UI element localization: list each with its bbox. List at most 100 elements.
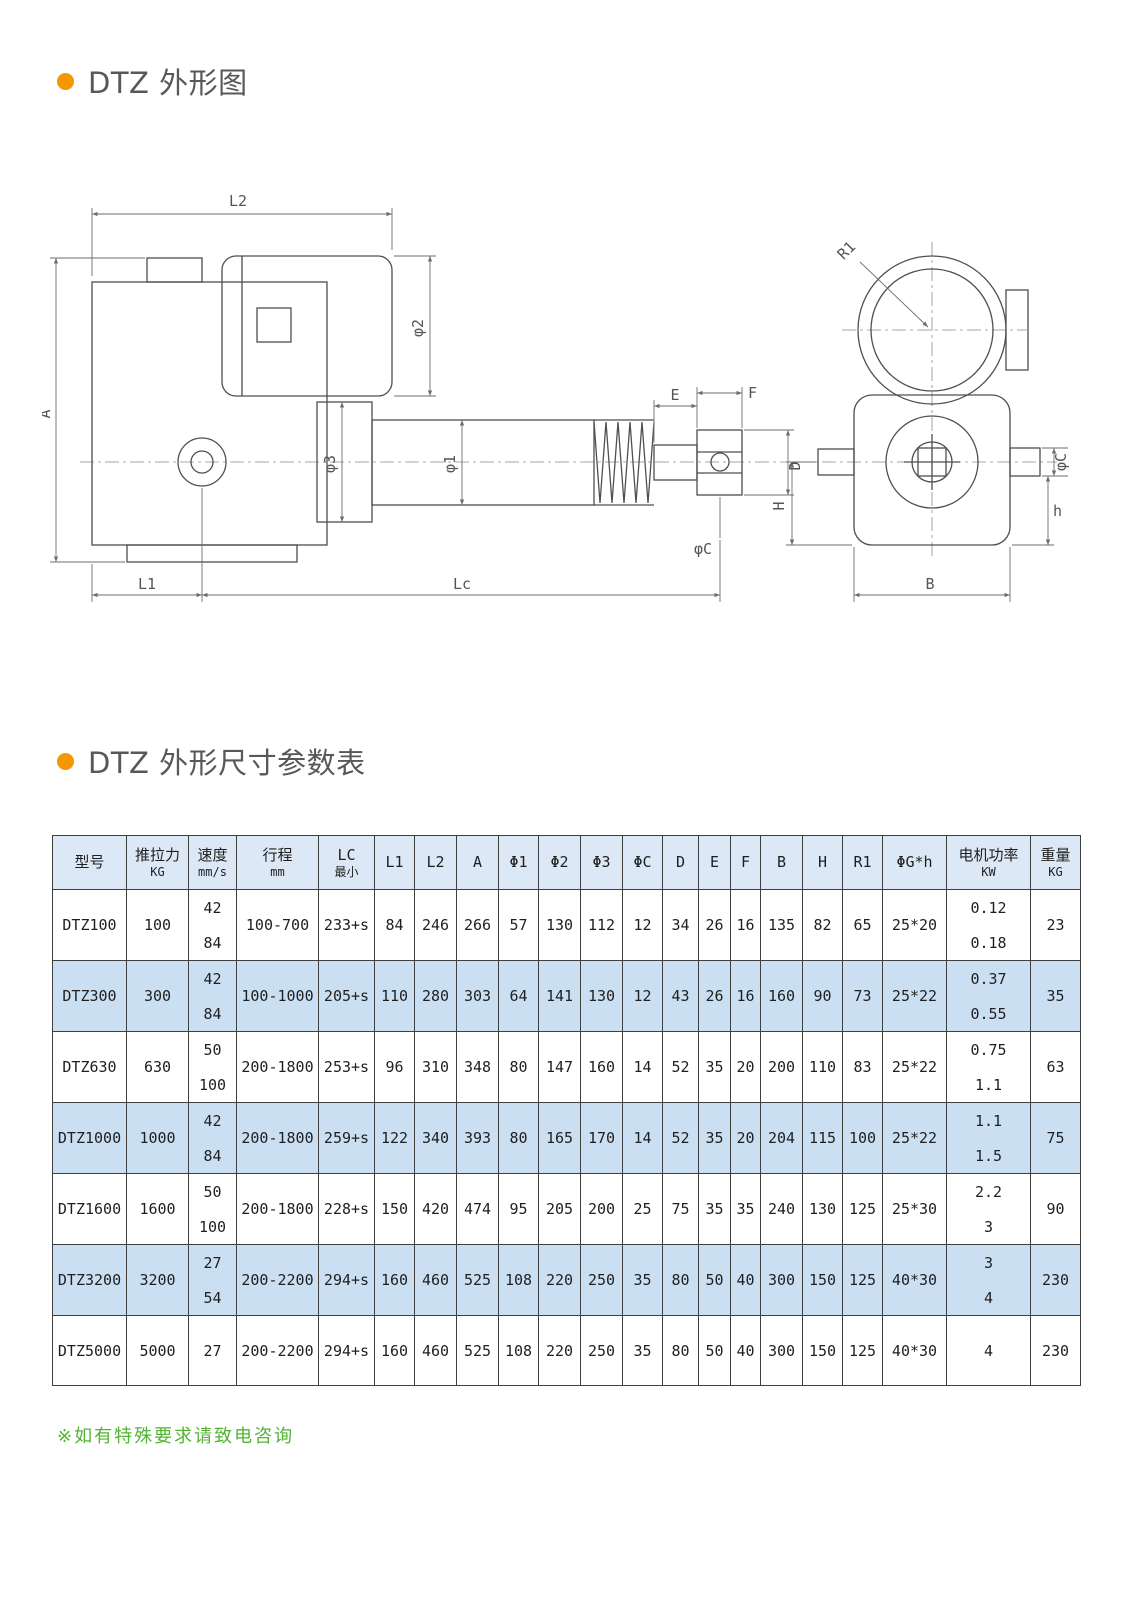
column-header: D	[662, 835, 699, 890]
table-cell: 303	[456, 960, 499, 1032]
table-cell: 75	[662, 1173, 699, 1245]
dim-label-e: E	[670, 386, 679, 404]
dim-label-h-case: H	[770, 501, 788, 510]
table-cell: 170	[580, 1102, 623, 1174]
table-cell: 200-1800	[236, 1031, 319, 1103]
side-view	[817, 255, 1041, 546]
section-title: DTZ 外形尺寸参数表	[88, 746, 366, 780]
table-cell: 26	[698, 889, 731, 961]
table-cell: 100-1000	[236, 960, 319, 1032]
table-cell: 20	[730, 1031, 761, 1103]
table-cell: 122	[374, 1102, 415, 1174]
table-cell: 294+s	[318, 1244, 375, 1316]
table-cell: 50	[698, 1244, 731, 1316]
table-cell: 460	[414, 1244, 457, 1316]
push-rod	[371, 419, 595, 506]
threaded-section	[593, 419, 655, 506]
table-cell: 35	[698, 1173, 731, 1245]
dim-label-h-shaft: h	[1053, 502, 1062, 520]
table-cell: 348	[456, 1031, 499, 1103]
table-cell: 200-2200	[236, 1315, 319, 1386]
dtz-outline-drawing: L2 A φ2 φ3 φ1 E F D φC L1 Lc R1 H h B φC	[42, 192, 1070, 602]
table-cell: 300	[760, 1244, 803, 1316]
column-header: B	[760, 835, 803, 890]
table-cell: 200-1800	[236, 1102, 319, 1174]
table-cell: DTZ100	[52, 889, 127, 961]
table-cell: 228+s	[318, 1173, 375, 1245]
table-cell: 160	[580, 1031, 623, 1103]
table-cell: 25*22	[882, 1031, 947, 1103]
table-cell: 35	[698, 1102, 731, 1174]
table-cell: 200-1800	[236, 1173, 319, 1245]
dim-label-phi1: φ1	[441, 455, 459, 473]
table-cell: 25*20	[882, 889, 947, 961]
table-cell: 14	[622, 1102, 663, 1174]
table-cell: 84	[374, 889, 415, 961]
dim-label-phic-side: φC	[1052, 453, 1070, 471]
section-heading-table: DTZ 外形尺寸参数表	[57, 740, 366, 782]
table-cell: 160	[374, 1315, 415, 1386]
table-cell: 12	[622, 889, 663, 961]
table-cell: 130	[580, 960, 623, 1032]
table-cell: 525	[456, 1315, 499, 1386]
table-cell: 160	[374, 1244, 415, 1316]
table-cell: 5000	[126, 1315, 189, 1386]
table-cell: 3200	[126, 1244, 189, 1316]
bullet-icon	[57, 752, 74, 770]
table-cell: 150	[802, 1244, 843, 1316]
table-cell: 340	[414, 1102, 457, 1174]
dim-label-f: F	[748, 384, 757, 402]
table-cell: DTZ630	[52, 1031, 127, 1103]
table-cell: 40	[730, 1315, 761, 1386]
table-cell: 12	[622, 960, 663, 1032]
table-cell: 300	[126, 960, 189, 1032]
column-header: E	[698, 835, 731, 890]
table-cell: 65	[842, 889, 883, 961]
table-cell: 135	[760, 889, 803, 961]
table-cell: 130	[538, 889, 581, 961]
table-cell: 220	[538, 1244, 581, 1316]
table-cell: 230	[1030, 1244, 1081, 1316]
table-cell: 40*30	[882, 1315, 947, 1386]
table-cell: 100-700	[236, 889, 319, 961]
table-cell: 1600	[126, 1173, 189, 1245]
table-cell: 115	[802, 1102, 843, 1174]
section-title: DTZ 外形图	[88, 66, 248, 100]
table-cell: 630	[126, 1031, 189, 1103]
table-cell: 205+s	[318, 960, 375, 1032]
table-cell: 200	[580, 1173, 623, 1245]
table-cell: 200	[760, 1031, 803, 1103]
table-cell: 90	[802, 960, 843, 1032]
table-cell: DTZ3200	[52, 1244, 127, 1316]
table-cell: 141	[538, 960, 581, 1032]
table-cell: 40	[730, 1244, 761, 1316]
dim-label-d: D	[786, 461, 804, 470]
table-cell: 35	[698, 1031, 731, 1103]
table-cell: DTZ1600	[52, 1173, 127, 1245]
front-view	[91, 255, 743, 563]
table-cell: 40*30	[882, 1244, 947, 1316]
table-cell: 150	[802, 1315, 843, 1386]
table-cell: 4	[946, 1315, 1031, 1386]
table-cell: 200-2200	[236, 1244, 319, 1316]
table-cell: 250	[580, 1244, 623, 1316]
table-cell: 294+s	[318, 1315, 375, 1386]
table-cell: 420	[414, 1173, 457, 1245]
table-cell: 35	[622, 1315, 663, 1386]
table-cell: 460	[414, 1315, 457, 1386]
table-cell: 250	[580, 1315, 623, 1386]
table-cell: 80	[662, 1315, 699, 1386]
column-header: L2	[414, 835, 457, 890]
table-cell: 35	[730, 1173, 761, 1245]
table-cell: 73	[842, 960, 883, 1032]
dim-label-a: A	[42, 409, 54, 418]
table-cell: 125	[842, 1173, 883, 1245]
table-cell: 205	[538, 1173, 581, 1245]
dim-label-phic-front: φC	[694, 540, 712, 558]
